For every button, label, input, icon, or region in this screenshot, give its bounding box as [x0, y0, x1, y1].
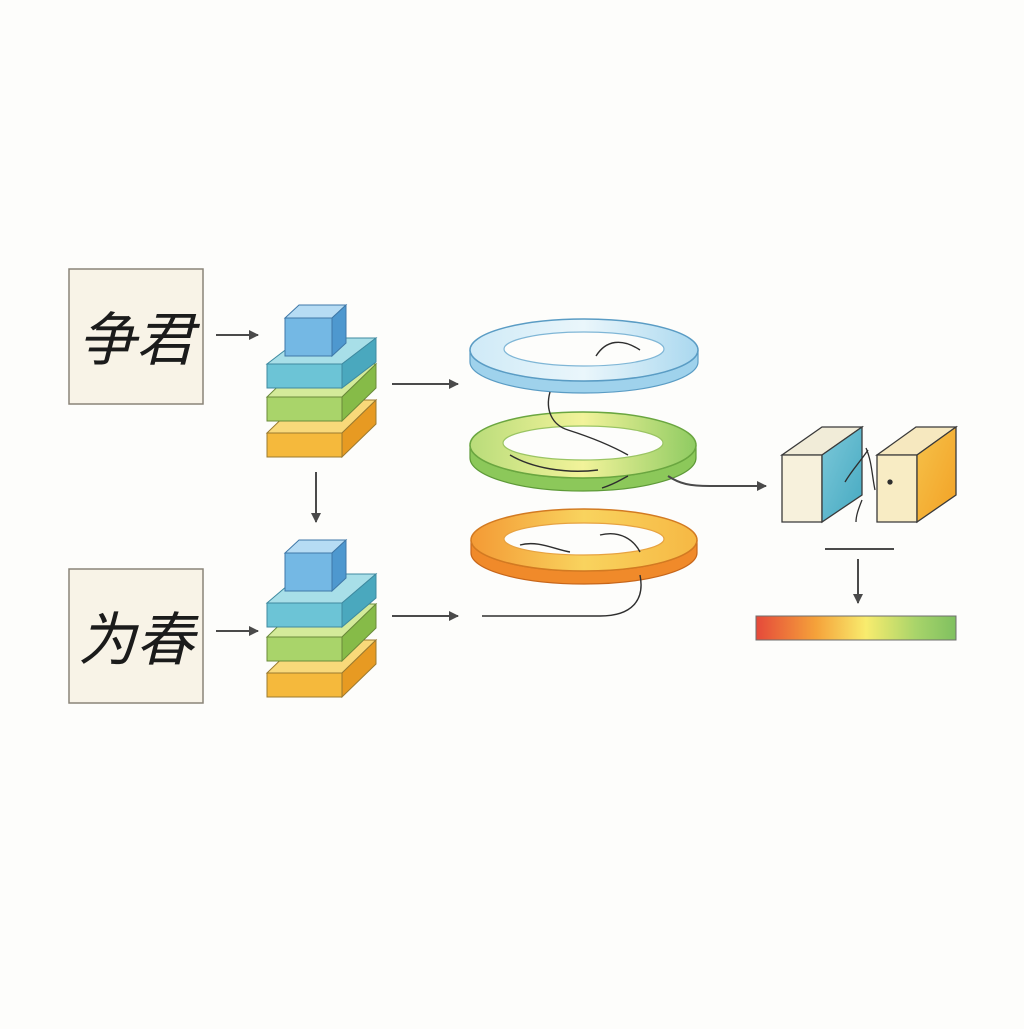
ring-threads — [482, 341, 642, 617]
input-glyphs-bottom: 为春 — [78, 606, 199, 674]
ring-green — [469, 411, 697, 492]
comparator-block-left — [779, 425, 865, 524]
encoder-stack-top — [265, 303, 378, 459]
arrow-rings-to-comparator — [667, 475, 767, 491]
encoder-stack-bottom — [265, 538, 378, 699]
ring-orange — [470, 508, 698, 585]
comparator-block-right — [874, 425, 959, 524]
input-panel-top: 争君 — [68, 268, 204, 405]
gradient-scale-bar — [755, 615, 957, 641]
comparator-threads — [844, 447, 893, 523]
input-panel-bottom: 为春 — [68, 568, 204, 704]
ring-blue — [469, 318, 699, 394]
input-glyphs-top: 争君 — [78, 306, 201, 374]
